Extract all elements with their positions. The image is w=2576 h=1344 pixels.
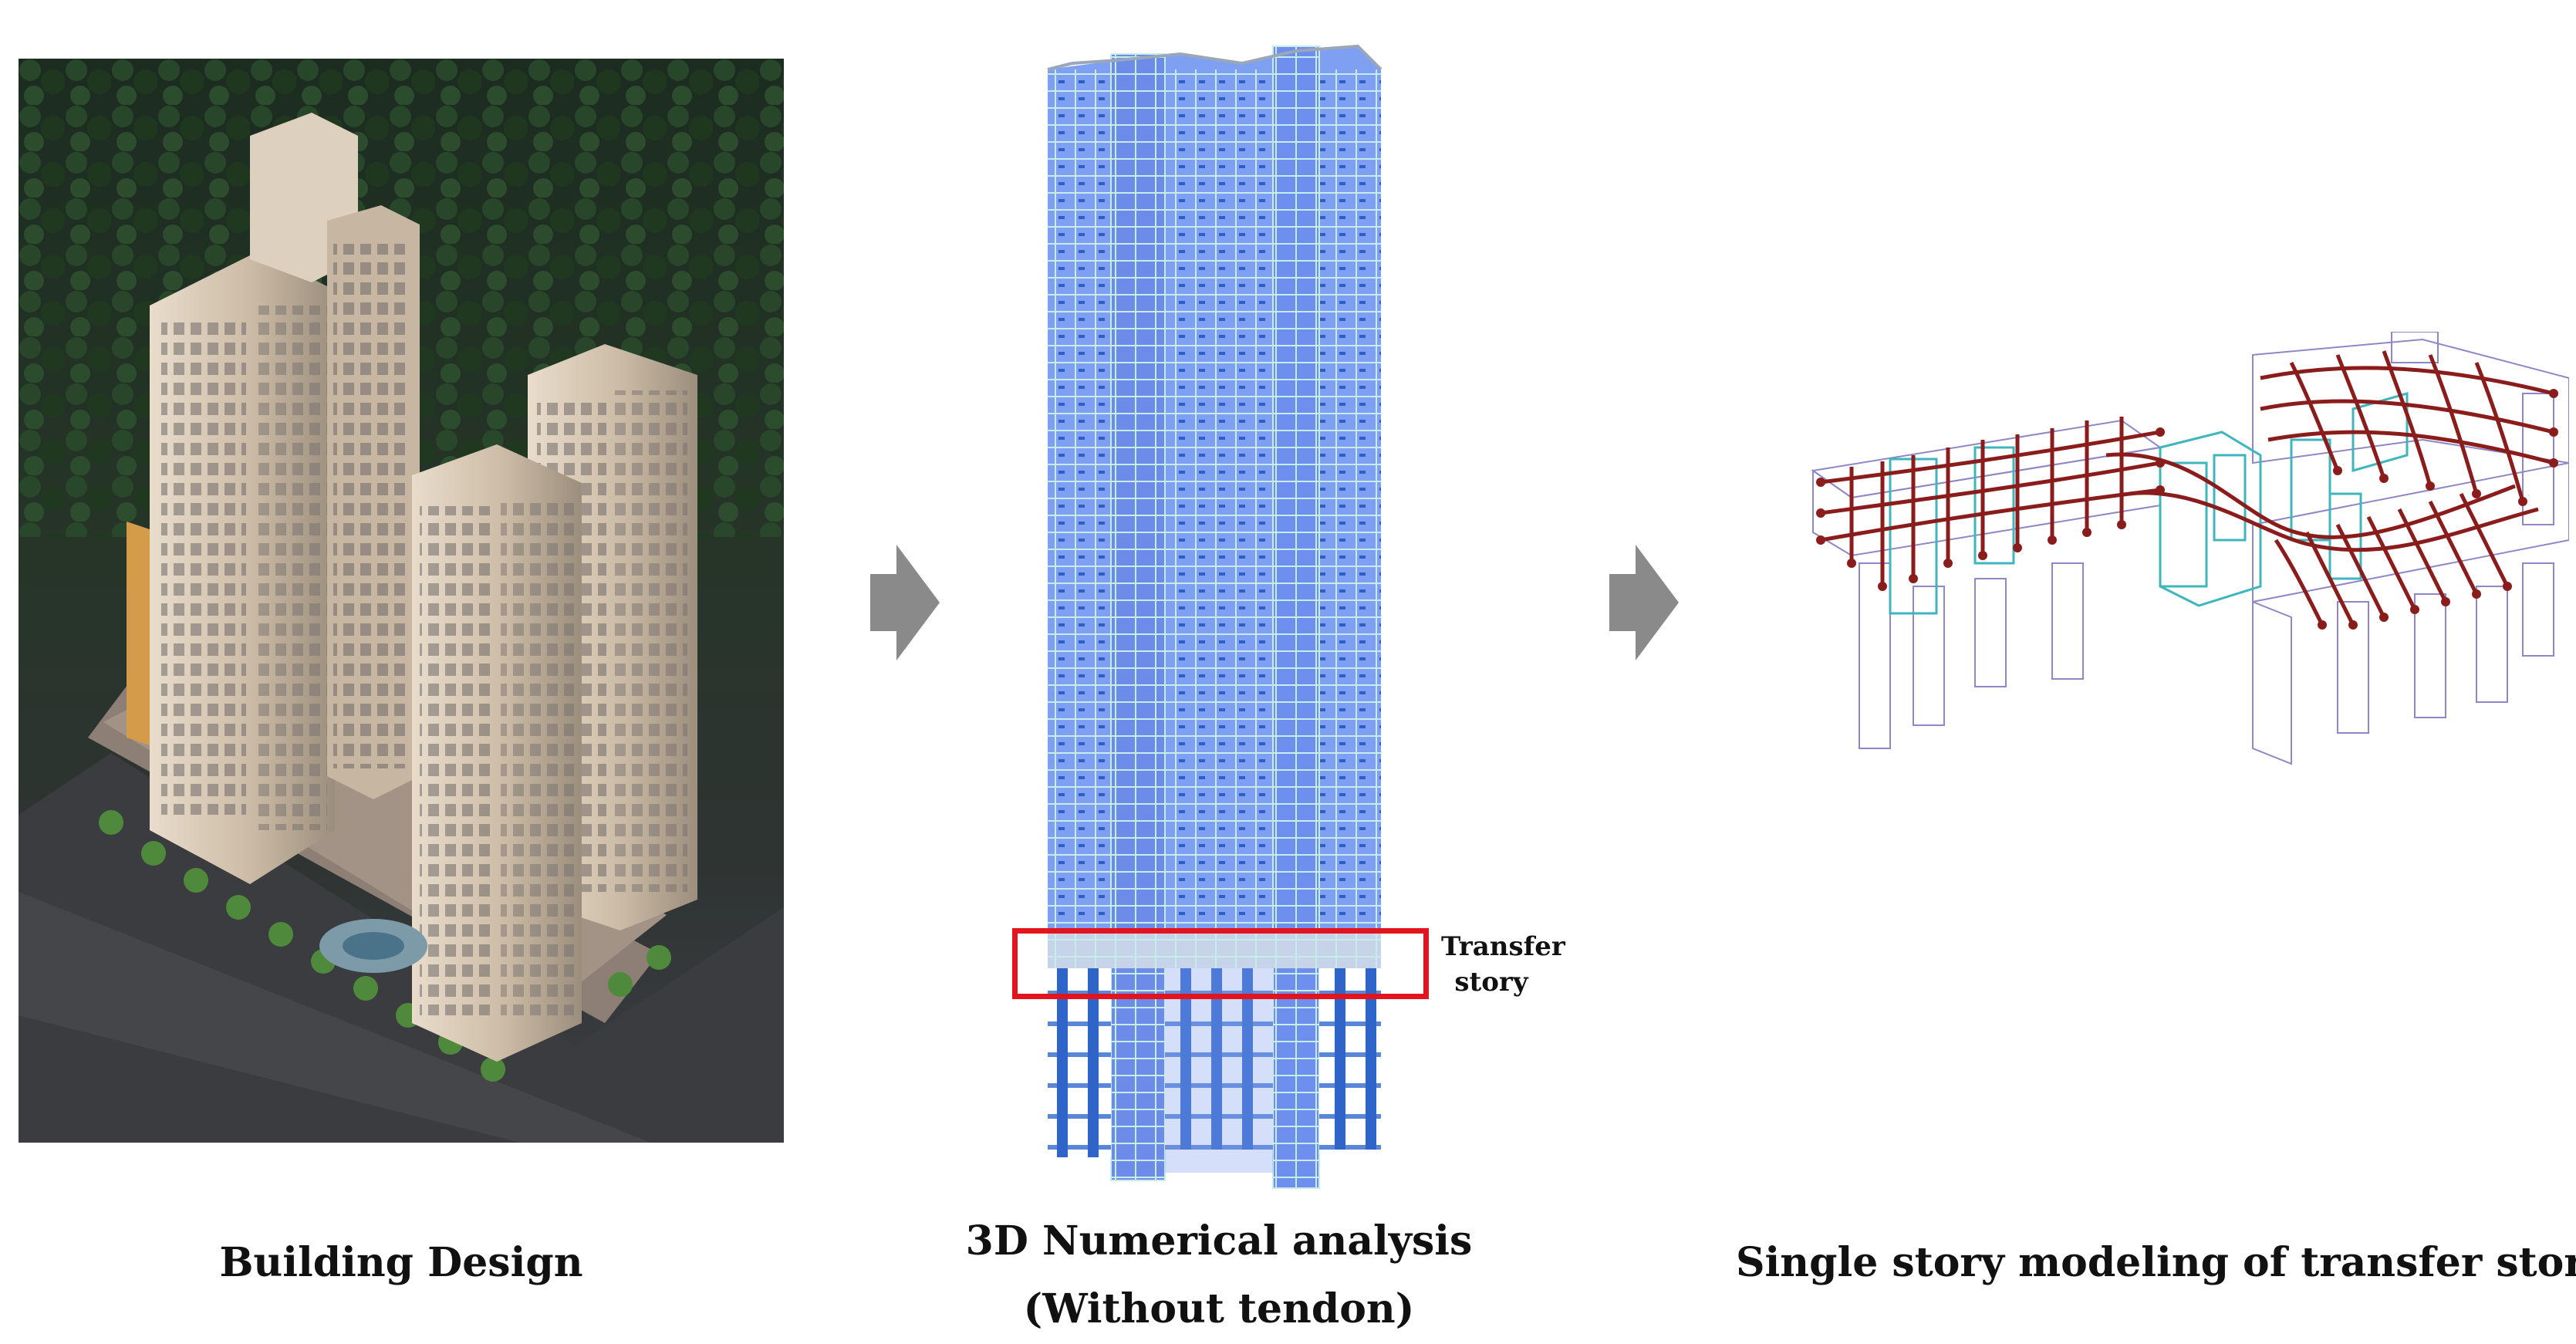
- transfer-story-label-line2: story: [1454, 967, 1528, 998]
- building-rendering-image: [19, 59, 784, 1143]
- transfer-story-label: Transfer story: [1441, 929, 1565, 1000]
- caption-building-design: Building Design: [219, 1239, 583, 1286]
- transfer-story-label-line1: Transfer: [1441, 931, 1565, 962]
- caption-numerical-analysis-line1: 3D Numerical analysis: [965, 1217, 1473, 1265]
- caption-single-story-modeling: Single story modeling of transfer story: [1736, 1239, 2576, 1286]
- right-arrow-icon: [1609, 545, 1679, 660]
- caption-numerical-analysis-line2: (Without tendon): [1023, 1285, 1415, 1332]
- transfer-story-tendon-model-image: [1798, 332, 2569, 872]
- transfer-story-highlight-box: [1012, 928, 1429, 999]
- caption-numerical-analysis: 3D Numerical analysis (Without tendon): [949, 1207, 1489, 1343]
- numerical-model-image: [995, 23, 1443, 1196]
- right-arrow-icon: [870, 545, 940, 660]
